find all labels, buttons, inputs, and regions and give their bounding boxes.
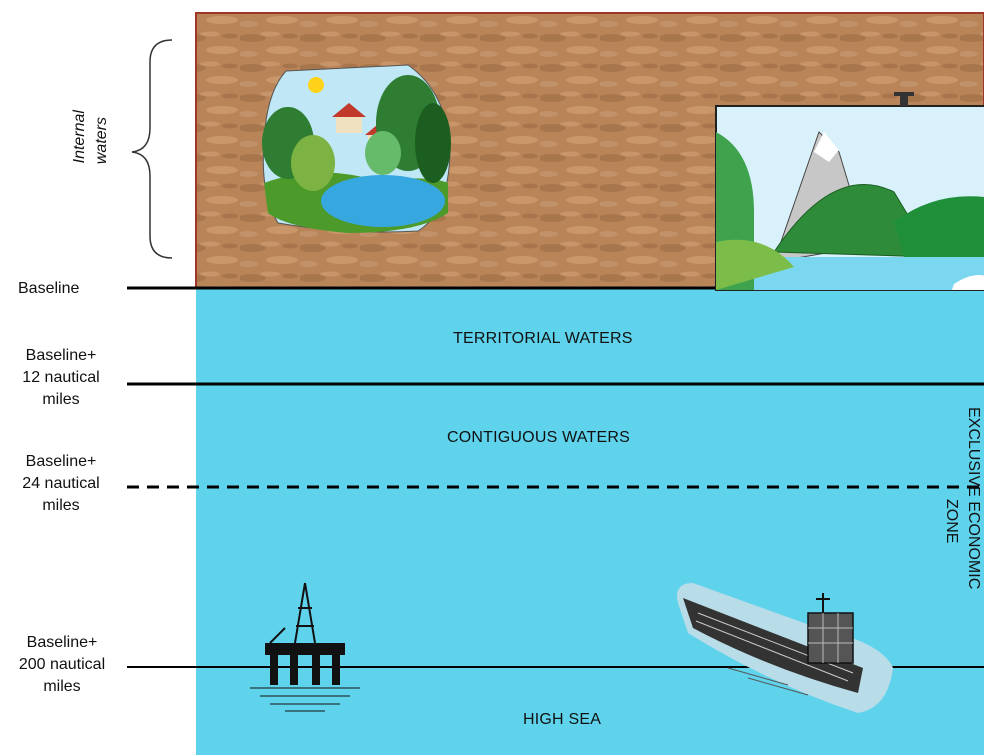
mountain-landscape-icon xyxy=(715,92,984,291)
eez-line1: EXCLUSIVE ECONOMIC xyxy=(965,407,982,590)
lake-landscape-icon xyxy=(262,64,451,233)
high-sea-label: HIGH SEA xyxy=(523,711,602,728)
baseline-24nm-line1: Baseline+ xyxy=(25,453,97,470)
internal-waters-line2: waters xyxy=(93,117,110,165)
baseline-label: Baseline xyxy=(18,280,80,297)
oil-rig-icon xyxy=(250,582,360,712)
territorial-waters-label: TERRITORIAL WATERS xyxy=(453,330,633,347)
exclusive-economic-zone-label: EXCLUSIVE ECONOMIC ZONE xyxy=(933,407,984,667)
internal-waters-brace xyxy=(131,39,173,259)
baseline-12nm-line1: Baseline+ xyxy=(25,347,97,364)
baseline-24nm-line3: miles xyxy=(42,497,80,514)
baseline-12nm-line3: miles xyxy=(42,391,80,408)
baseline-200nm-line2: 200 nautical xyxy=(18,656,106,673)
internal-waters-label: Internal waters xyxy=(60,95,130,215)
baseline-12nm-label: Baseline+ 12 nautical miles xyxy=(0,345,122,411)
internal-waters-line1: Internal xyxy=(71,110,88,164)
baseline-24nm-line2: 24 nautical xyxy=(22,475,100,492)
eez-line2: ZONE xyxy=(943,499,960,544)
cargo-ship-icon xyxy=(677,583,893,713)
baseline-200nm-label: Baseline+ 200 nautical miles xyxy=(0,632,124,698)
baseline-200nm-line1: Baseline+ xyxy=(26,634,98,651)
baseline-200nm-line3: miles xyxy=(43,678,81,695)
baseline-12nm-line2: 12 nautical xyxy=(22,369,100,386)
contiguous-waters-label: CONTIGUOUS WATERS xyxy=(447,429,630,446)
baseline-24nm-label: Baseline+ 24 nautical miles xyxy=(0,451,122,517)
